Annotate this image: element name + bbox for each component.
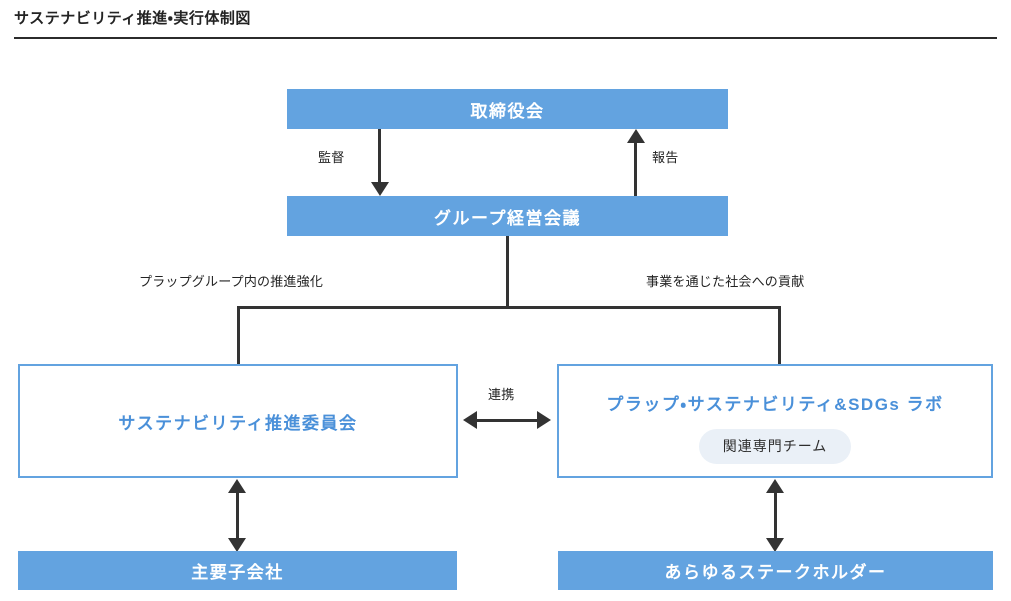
node-all-stakeholders[interactable]: あらゆるステークホルダー [558,551,993,590]
edge-label-supervise: 監督 [318,150,345,165]
node-major-subsidiaries[interactable]: 主要子会社 [18,551,457,590]
branch-label-left: プラップグループ内の推進強化 [139,274,324,289]
arrow-up-icon-lab-stakeholder [766,479,784,493]
node-sustainability-committee-label: サステナビリティ推進委員会 [118,413,358,433]
arrow-down-icon-committee-subsidiary [228,538,246,552]
arrow-right-icon-renkei [537,411,551,429]
connector-branch-bar [237,306,781,309]
arrow-up-icon-committee-subsidiary [228,479,246,493]
connector-report-line [634,143,637,197]
connector-lab-stakeholder-line [774,489,777,543]
node-board-of-directors[interactable]: 取締役会 [287,89,728,129]
connector-branch-right-drop [778,306,781,366]
connector-branch-stem [506,236,509,309]
node-group-management-meeting[interactable]: グループ経営会議 [287,196,728,236]
node-sustainability-sdgs-lab[interactable]: プラップ・サステナビリティ&SDGs ラボ 関連専門チーム [557,364,993,478]
branch-label-right: 事業を通じた社会への貢献 [646,274,805,289]
node-sustainability-sdgs-lab-label: プラップ・サステナビリティ&SDGs ラボ [606,395,944,414]
arrow-up-icon-report [627,129,645,143]
page-title: サステナビリティ推進・実行体制図 [14,10,251,27]
related-expert-team-pill[interactable]: 関連専門チーム [698,429,852,464]
connector-branch-left-drop [237,306,240,366]
arrow-down-icon-lab-stakeholder [766,538,784,552]
title-divider [14,37,997,39]
connector-supervise-line [378,129,381,184]
node-sustainability-committee[interactable]: サステナビリティ推進委員会 [18,364,458,478]
edge-label-report: 報告 [652,150,679,165]
node-group-management-label: グループ経営会議 [434,208,581,228]
arrow-left-icon-renkei [463,411,477,429]
node-major-subsidiaries-label: 主要子会社 [191,563,284,582]
node-board-label: 取締役会 [470,101,545,121]
arrow-down-icon-supervise [371,182,389,196]
node-all-stakeholders-label: あらゆるステークホルダー [664,563,887,582]
connector-committee-subsidiary-line [236,489,239,543]
connector-renkei-line [470,419,545,422]
edge-label-renkei: 連携 [488,387,515,402]
